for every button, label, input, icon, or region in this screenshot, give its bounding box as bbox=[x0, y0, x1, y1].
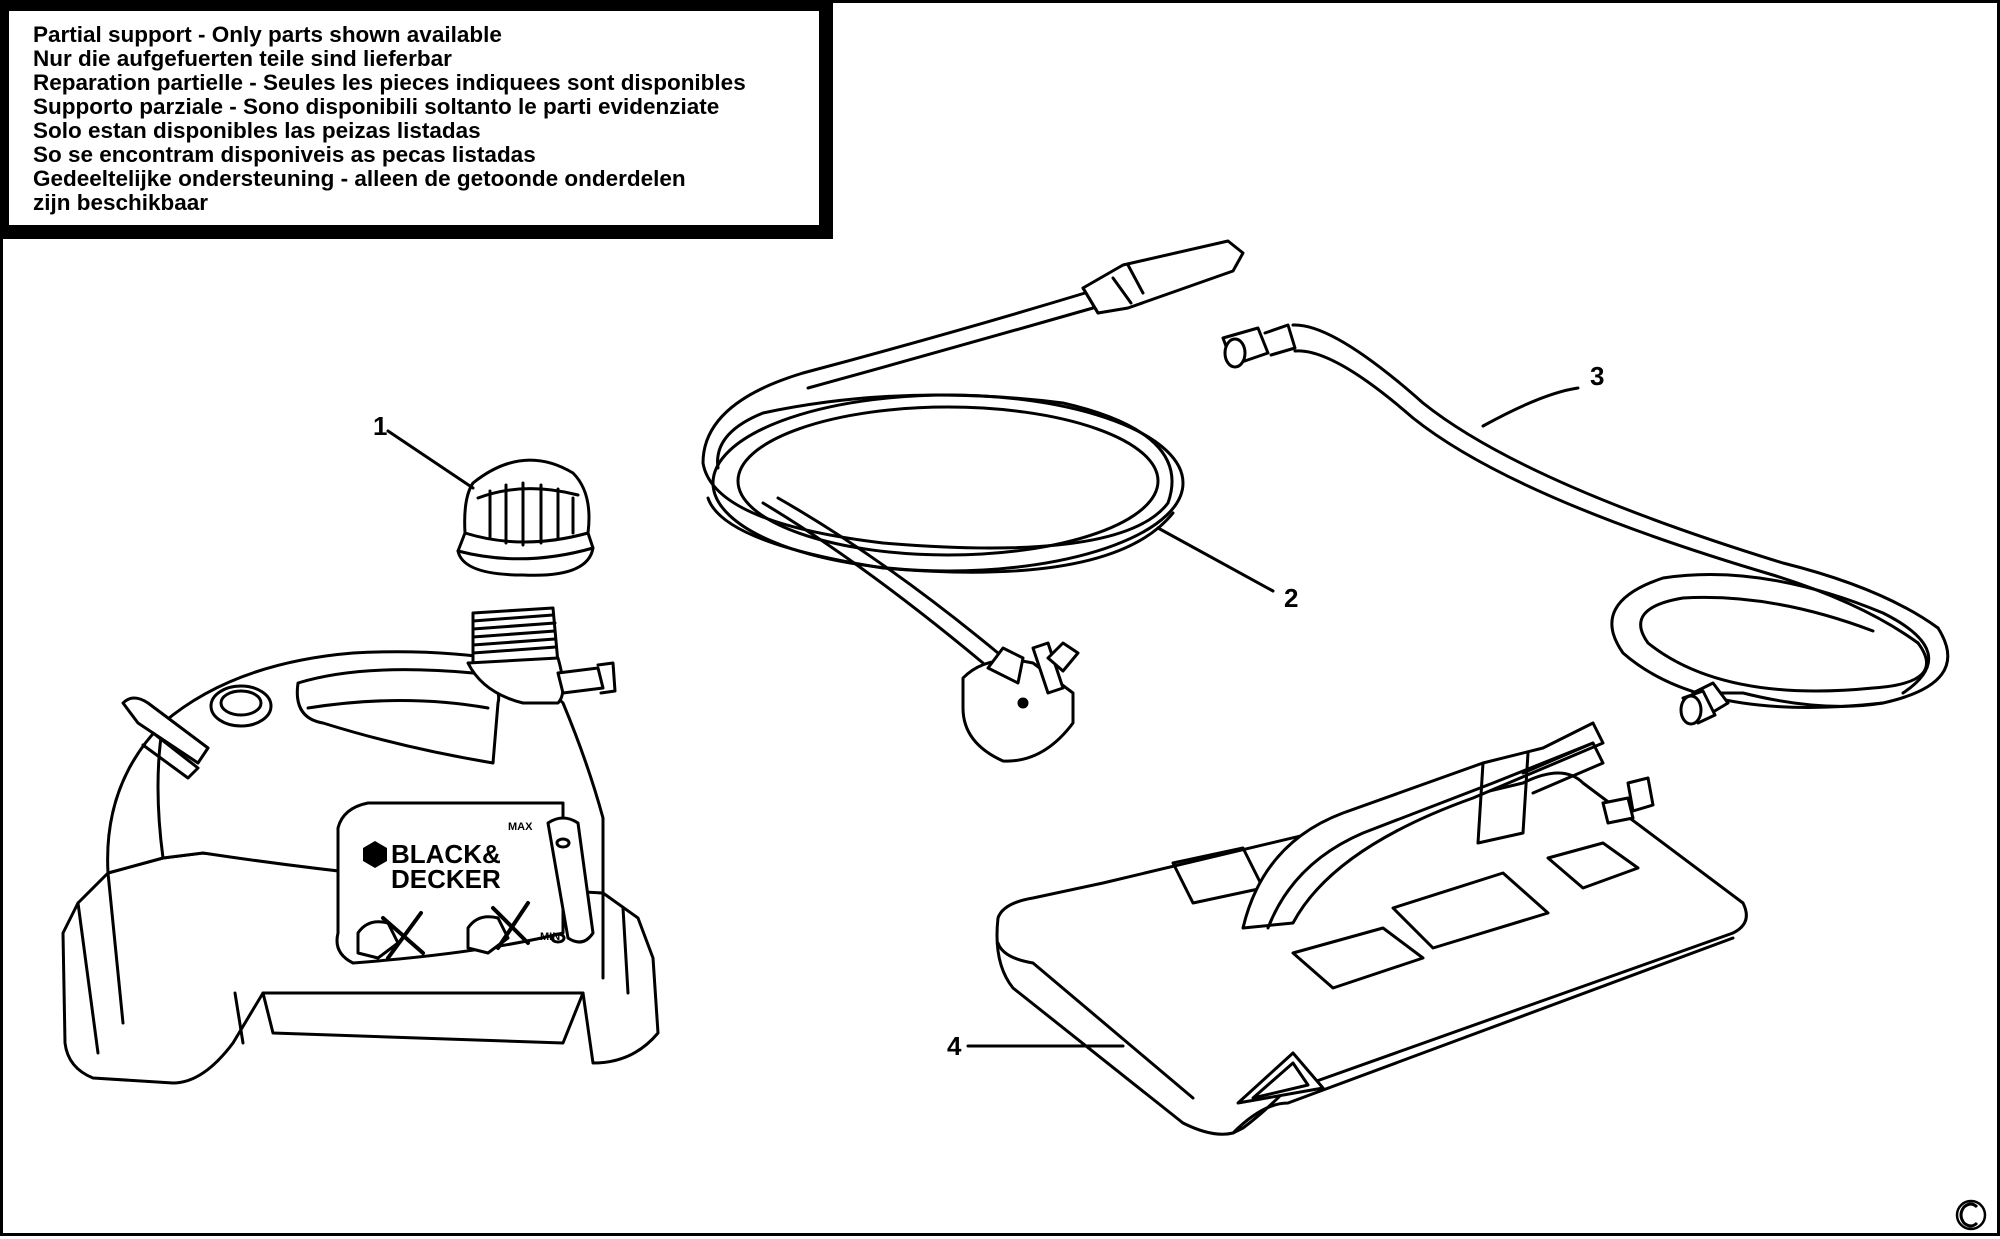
notice-line: zijn beschikbaar bbox=[33, 190, 209, 215]
callout-number-4: 4 bbox=[947, 1031, 962, 1061]
notice-line: Solo estan disponibles las peizas listad… bbox=[33, 118, 481, 143]
exploded-view-drawing: BLACK& DECKER MAX MIN bbox=[61, 239, 1987, 1231]
brand-text-line1: BLACK& bbox=[391, 839, 501, 869]
brand-logo: BLACK& DECKER MAX MIN bbox=[363, 821, 560, 943]
max-label: MAX bbox=[508, 821, 533, 833]
min-label: MIN bbox=[540, 931, 560, 943]
notice-text: Partial support - Only parts shown avail… bbox=[9, 11, 819, 225]
power-cord bbox=[701, 239, 1245, 763]
notice-box: Partial support - Only parts shown avail… bbox=[3, 3, 833, 239]
brand-text-line2: DECKER bbox=[391, 864, 501, 894]
steam-hose bbox=[1221, 323, 1950, 726]
steamer-unit bbox=[61, 606, 660, 1085]
notice-line: So se encontram disponiveis as pecas lis… bbox=[33, 142, 536, 167]
copyright-mark: © bbox=[1955, 1199, 1987, 1231]
callout-number-2: 2 bbox=[1284, 583, 1298, 613]
notice-line: Nur die aufgefuerten teile sind lieferba… bbox=[33, 46, 452, 71]
notice-line: Partial support - Only parts shown avail… bbox=[33, 22, 502, 47]
filler-cap bbox=[456, 458, 595, 577]
callout-number-1: 1 bbox=[373, 411, 387, 441]
leader-line-3 bbox=[1481, 386, 1580, 428]
notice-line: Reparation partielle - Seules les pieces… bbox=[33, 70, 746, 95]
steam-plate bbox=[995, 721, 1748, 1136]
notice-line: Supporto parziale - Sono disponibili sol… bbox=[33, 94, 720, 119]
leader-line-1 bbox=[386, 429, 475, 490]
callout-number-3: 3 bbox=[1590, 361, 1604, 391]
notice-line: Gedeeltelijke ondersteuning - alleen de … bbox=[33, 166, 686, 191]
leader-line-2 bbox=[1156, 526, 1275, 593]
